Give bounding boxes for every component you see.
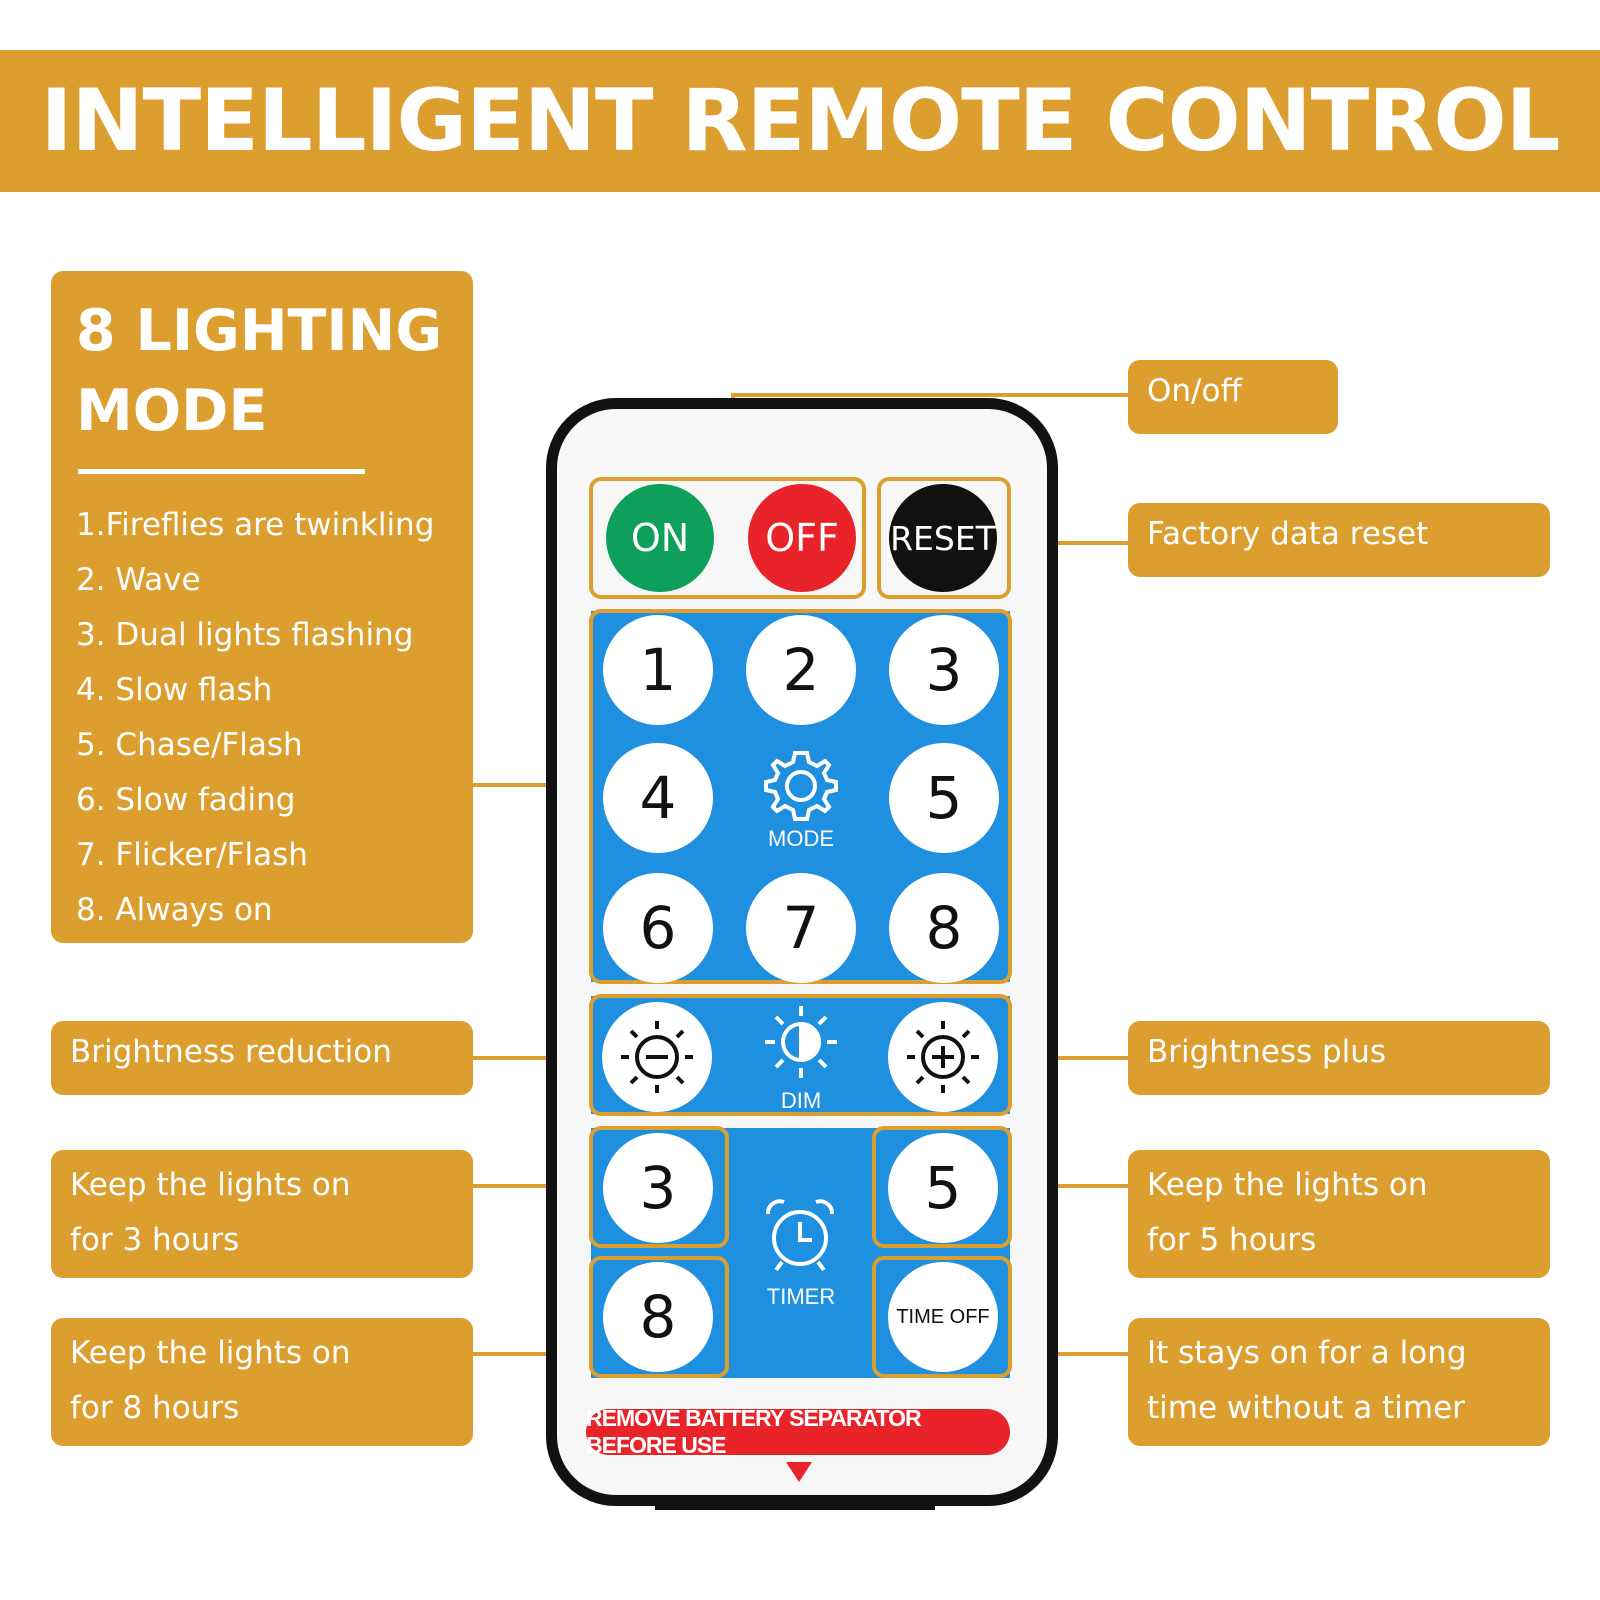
modes-heading-line2: MODE	[76, 378, 268, 444]
timer5-label-line1: Keep the lights on	[1147, 1167, 1428, 1203]
mode-item: 4. Slow flash	[76, 672, 273, 708]
timer-5-button[interactable]: 5	[888, 1133, 998, 1243]
timeoff-label-line2: time without a timer	[1147, 1390, 1465, 1426]
timer8-label-line1: Keep the lights on	[70, 1335, 351, 1371]
reset-label: Factory data reset	[1147, 516, 1429, 552]
triangle-down-icon	[786, 1462, 812, 1482]
timer5-label-line2: for 5 hours	[1147, 1222, 1317, 1258]
timer3-label-line2: for 3 hours	[70, 1222, 240, 1258]
off-button[interactable]: OFF	[748, 484, 856, 592]
mode-3-button[interactable]: 3	[889, 615, 999, 725]
brightness-minus-label: Brightness reduction	[70, 1034, 392, 1070]
connector-timeoff	[1008, 1352, 1128, 1356]
on-button[interactable]: ON	[606, 484, 714, 592]
timeoff-highlight	[872, 1256, 1012, 1378]
timer-3-button[interactable]: 3	[603, 1133, 713, 1243]
timer-8-button[interactable]: 8	[603, 1262, 713, 1372]
timer8-highlight	[589, 1256, 729, 1378]
mode-5-button[interactable]: 5	[889, 743, 999, 853]
connector-timer5	[1008, 1184, 1128, 1188]
timer5-label-box: Keep the lights on for 5 hours	[1128, 1150, 1550, 1278]
timer3-label-box: Keep the lights on for 3 hours	[51, 1150, 473, 1278]
mode-label: MODE	[768, 826, 834, 851]
time-off-button[interactable]: TIME OFF	[888, 1262, 998, 1372]
page-title: INTELLIGENT REMOTE CONTROL	[40, 71, 1561, 171]
timeoff-label-line1: It stays on for a long	[1147, 1335, 1467, 1371]
gear-icon	[764, 751, 838, 821]
connector-brightness-minus	[473, 1056, 591, 1060]
mode-2-button[interactable]: 2	[746, 615, 856, 725]
mode-item: 6. Slow fading	[76, 782, 296, 818]
dim-highlight	[589, 994, 1012, 1116]
mode-8-button[interactable]: 8	[889, 873, 999, 983]
modes-heading-line1: 8 LIGHTING	[76, 298, 443, 364]
connector-timer8	[473, 1352, 591, 1356]
connector-timer3	[473, 1184, 591, 1188]
sun-plus-icon	[907, 1021, 979, 1093]
onoff-label: On/off	[1147, 373, 1242, 409]
mode-6-button[interactable]: 6	[603, 873, 713, 983]
mode-4-button[interactable]: 4	[603, 743, 713, 853]
timer8-label-box: Keep the lights on for 8 hours	[51, 1318, 473, 1446]
mode-item: 2. Wave	[76, 562, 201, 598]
reset-highlight	[877, 477, 1011, 599]
remote-bottom-edge	[655, 1496, 935, 1510]
timer-label: TIMER	[766, 1284, 836, 1309]
timer5-highlight	[872, 1126, 1012, 1248]
half-sun-icon	[765, 1006, 837, 1078]
title-banner: INTELLIGENT REMOTE CONTROL	[0, 50, 1600, 192]
mode-item: 7. Flicker/Flash	[76, 837, 308, 873]
brightness-plus-button[interactable]	[888, 1002, 998, 1112]
timeoff-label-box: It stays on for a long time without a ti…	[1128, 1318, 1550, 1446]
mode-7-button[interactable]: 7	[746, 873, 856, 983]
alarm-clock-icon	[766, 1199, 834, 1272]
mode-item: 1.Fireflies are twinkling	[76, 507, 435, 543]
lighting-modes-box: 8 LIGHTING MODE 1.Fireflies are twinklin…	[51, 271, 473, 943]
mode-item: 5. Chase/Flash	[76, 727, 303, 763]
reset-button[interactable]: RESET	[889, 484, 997, 592]
onoff-label-box: On/off	[1128, 360, 1338, 434]
sun-minus-icon	[621, 1021, 693, 1093]
brightness-plus-label: Brightness plus	[1147, 1034, 1387, 1070]
onoff-highlight	[589, 477, 866, 599]
dim-label: DIM	[780, 1088, 822, 1113]
brightness-plus-label-box: Brightness plus	[1128, 1021, 1550, 1095]
brightness-minus-label-box: Brightness reduction	[51, 1021, 473, 1095]
timer3-label-line1: Keep the lights on	[70, 1167, 351, 1203]
connector-reset	[1008, 541, 1128, 545]
battery-separator-note: REMOVE BATTERY SEPARATOR BEFORE USE	[586, 1405, 1010, 1458]
mode-item: 8. Always on	[76, 892, 273, 928]
mode-1-button[interactable]: 1	[603, 615, 713, 725]
connector-onoff	[733, 393, 1128, 397]
connector-modes	[473, 783, 591, 787]
reset-label-box: Factory data reset	[1128, 503, 1550, 577]
brightness-minus-button[interactable]	[602, 1002, 712, 1112]
timer3-highlight	[589, 1126, 729, 1248]
modes-list: 1.Fireflies are twinkling 2. Wave 3. Dua…	[76, 498, 473, 938]
mode-item: 3. Dual lights flashing	[76, 617, 414, 653]
connector-brightness-plus	[1008, 1056, 1128, 1060]
heading-divider	[78, 469, 365, 474]
timer8-label-line2: for 8 hours	[70, 1390, 240, 1426]
